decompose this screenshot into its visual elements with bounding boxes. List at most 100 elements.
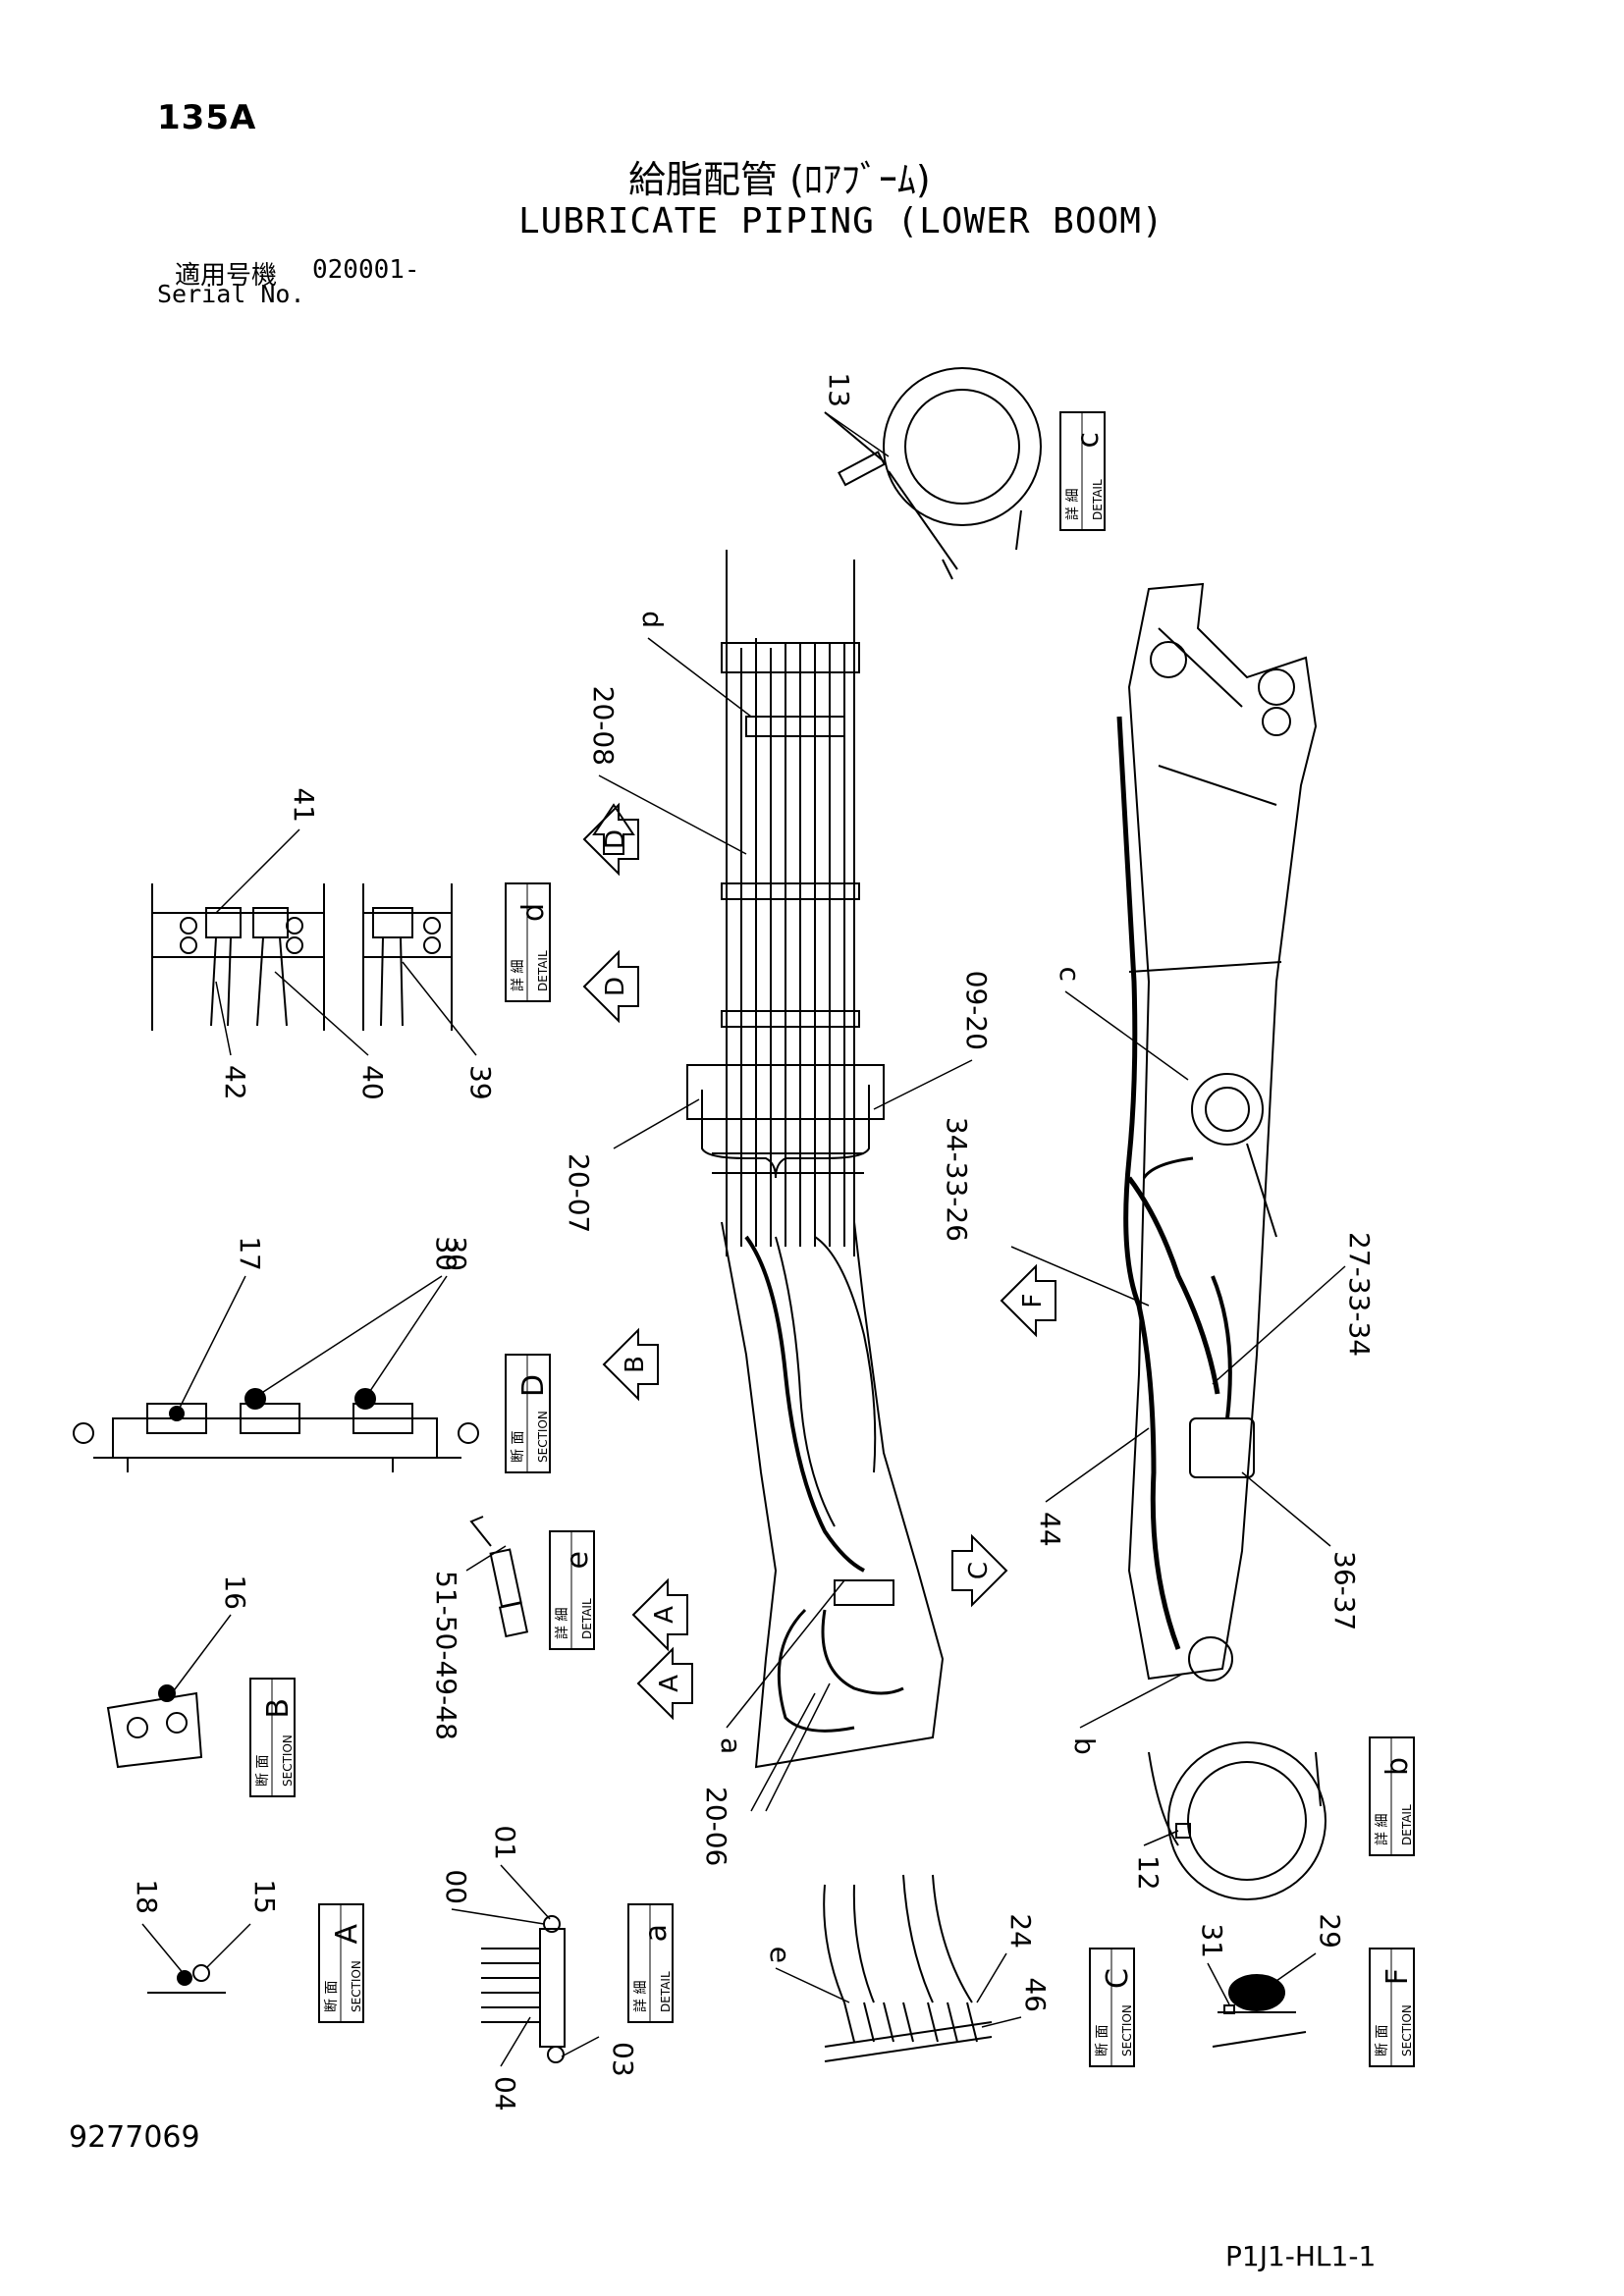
callout-30-a: 30 — [430, 1236, 462, 1271]
callout-12: 12 — [1132, 1855, 1164, 1891]
callout-24: 24 — [1004, 1913, 1037, 1949]
callout-18: 18 — [131, 1879, 163, 1914]
callout-30-b: 30 — [440, 1236, 472, 1271]
section-d-en: SECTION — [536, 1411, 550, 1463]
lower-boom-side-view — [1116, 582, 1318, 1682]
callout-39: 39 — [464, 1065, 497, 1100]
view-arrow-a-lower: A — [636, 1646, 693, 1721]
section-d-jp: 断 面 — [511, 1431, 526, 1463]
detail-c-en: DETAIL — [1091, 479, 1105, 520]
section-c-jp: 断 面 — [1095, 2025, 1110, 2056]
callout-00: 00 — [440, 1869, 472, 1904]
view-tag-section-a: A 断 面 SECTION — [318, 1903, 364, 2023]
view-tag-section-d: D 断 面 SECTION — [505, 1354, 551, 1473]
callout-01: 01 — [489, 1825, 521, 1860]
serial-label-english: Serial No. — [157, 280, 305, 308]
section-b-jp: 断 面 — [255, 1755, 271, 1787]
page-number: 135A — [157, 98, 257, 137]
callout-20-07: 20-07 — [563, 1153, 595, 1233]
view-tag-section-c: C 断 面 SECTION — [1089, 1948, 1135, 2067]
view-tag-detail-a: a 詳 細 DETAIL — [627, 1903, 674, 2023]
callout-42: 42 — [219, 1065, 251, 1100]
detail-c-letter: c — [1071, 432, 1106, 449]
section-c-en: SECTION — [1120, 2004, 1134, 2056]
view-tag-section-f: F 断 面 SECTION — [1369, 1948, 1415, 2067]
callout-16: 16 — [219, 1575, 251, 1610]
view-arrow-d-lower: D — [582, 949, 639, 1024]
section-b-letter: B — [261, 1698, 296, 1719]
view-arrow-b: B — [602, 1327, 659, 1402]
detail-d-en: DETAIL — [536, 950, 550, 991]
view-arrow-d-upper-label: D — [601, 829, 630, 849]
detail-d-letter: d — [516, 903, 551, 922]
callout-04: 04 — [489, 2076, 521, 2111]
callout-44: 44 — [1034, 1512, 1066, 1547]
callout-20-06: 20-06 — [700, 1787, 732, 1866]
callout-labels: 13 d 20-08 41 42 40 39 09-20 20-07 c 34-… — [131, 372, 1376, 2110]
detail-c-view — [824, 367, 1042, 580]
view-arrow-f: F — [1000, 1263, 1056, 1338]
section-a-en: SECTION — [350, 1960, 363, 2012]
callout-03: 03 — [607, 2042, 639, 2077]
view-arrow-a-upper: A — [631, 1577, 688, 1652]
view-tag-detail-c: c 詳 細 DETAIL — [1059, 411, 1106, 531]
callout-36-37: 36-37 — [1328, 1551, 1361, 1630]
callout-a: a — [715, 1737, 747, 1754]
section-b-view — [106, 1684, 203, 1769]
detail-a-jp: 詳 細 — [633, 1981, 649, 2012]
section-a-letter: A — [330, 1924, 364, 1945]
section-d-view — [73, 1388, 479, 1472]
lower-boom-foot-view — [721, 1221, 945, 1769]
detail-b-view — [1148, 1741, 1326, 1900]
detail-a-en: DETAIL — [659, 1971, 673, 2012]
view-arrow-a-upper-label: A — [650, 1606, 679, 1624]
callout-b: b — [1068, 1737, 1101, 1755]
view-arrow-c: C — [951, 1533, 1008, 1608]
detail-d-pipe-bundle — [686, 550, 885, 1256]
detail-d-jp: 詳 細 — [511, 960, 526, 991]
detail-e-jp: 詳 細 — [555, 1608, 570, 1639]
view-arrow-a-lower-label: A — [655, 1675, 684, 1692]
detail-e-letter: e — [561, 1551, 595, 1569]
section-f-jp: 断 面 — [1375, 2025, 1390, 2056]
detail-e-view — [469, 1516, 529, 1638]
callout-13: 13 — [823, 372, 855, 407]
callout-c: c — [1054, 967, 1086, 982]
section-a-jp: 断 面 — [324, 1981, 340, 2012]
callout-51-50-49-48: 51-50-49-48 — [430, 1571, 462, 1740]
callout-27-33-34: 27-33-34 — [1343, 1232, 1376, 1357]
callout-29: 29 — [1314, 1913, 1346, 1949]
callout-40: 40 — [356, 1065, 389, 1100]
section-c-letter: C — [1101, 1968, 1135, 1989]
callout-09-20: 09-20 — [960, 971, 993, 1050]
view-arrow-f-label: F — [1018, 1294, 1048, 1308]
detail-a-letter: a — [639, 1924, 674, 1942]
view-tag-detail-b: b 詳 細 DETAIL — [1369, 1736, 1415, 1856]
leader-lines — [141, 411, 1346, 2067]
section-f-en: SECTION — [1400, 2004, 1414, 2056]
callout-15: 15 — [248, 1879, 281, 1914]
view-tag-section-b: B 断 面 SECTION — [249, 1678, 296, 1797]
serial-label-japanese: 適用号機 — [175, 261, 278, 291]
callout-d: d — [636, 611, 669, 628]
detail-b-en: DETAIL — [1400, 1804, 1414, 1845]
detail-d-closeup — [151, 883, 453, 1031]
section-f-letter: F — [1380, 1968, 1415, 1985]
callout-34-33-26: 34-33-26 — [941, 1117, 973, 1242]
view-arrow-b-label: B — [621, 1356, 650, 1373]
detail-a-view — [481, 1915, 566, 2063]
view-arrow-c-label: C — [964, 1562, 994, 1579]
section-c-view — [823, 1874, 993, 2062]
serial-value: 020001- — [312, 255, 420, 285]
callout-31: 31 — [1196, 1923, 1228, 1958]
callout-46: 46 — [1019, 1977, 1052, 2012]
view-arrow-d-upper: D — [582, 802, 639, 877]
title-english: LUBRICATE PIPING (LOWER BOOM) — [518, 201, 1164, 241]
section-f-view — [1212, 1974, 1307, 2048]
callout-17: 17 — [234, 1236, 266, 1271]
detail-b-jp: 詳 細 — [1375, 1814, 1390, 1845]
detail-c-jp: 詳 細 — [1065, 489, 1081, 520]
callout-20-08: 20-08 — [587, 686, 620, 766]
drawing-number: 9277069 — [69, 2120, 200, 2155]
